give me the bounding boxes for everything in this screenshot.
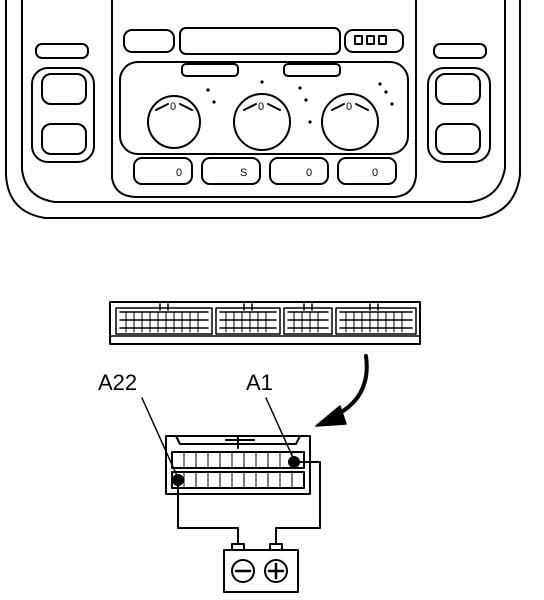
top-left-slot <box>123 29 175 53</box>
knob-left: 0 <box>147 95 201 149</box>
left-vent-inner-2 <box>41 123 87 155</box>
left-vent-slot <box>35 43 89 59</box>
right-vent-inner <box>435 73 481 105</box>
button-2 <box>201 157 261 185</box>
center-stack <box>111 0 417 198</box>
pin-row-bottom <box>171 471 305 489</box>
top-right-slot <box>344 29 404 53</box>
negative-terminal <box>231 559 255 583</box>
button-1 <box>133 157 193 185</box>
button-4 <box>337 157 397 185</box>
control-area <box>119 61 409 155</box>
battery-body <box>223 549 299 593</box>
knob-right-marker: 0 <box>346 101 352 113</box>
indicator-1 <box>354 35 363 45</box>
knob-right: 0 <box>321 93 379 151</box>
climate-control-panel: 0 0 0 0 S 0 0 <box>5 0 521 219</box>
connector-4 <box>335 303 417 335</box>
lever-left <box>181 63 239 77</box>
left-vent <box>31 67 95 163</box>
connector-1 <box>115 303 213 335</box>
knob-left-marker: 0 <box>170 101 176 113</box>
indicator-2 <box>366 35 375 45</box>
connector-2 <box>215 303 281 335</box>
svg-text:0: 0 <box>372 167 378 179</box>
a1-leader <box>265 397 295 461</box>
knob-center-marker: 0 <box>258 101 264 113</box>
test-wires <box>177 461 321 545</box>
connector-housing <box>109 301 421 345</box>
knob-center: 0 <box>233 93 291 151</box>
left-vent-inner <box>41 73 87 105</box>
battery <box>223 543 299 593</box>
curved-arrow <box>315 354 369 427</box>
label-a22: A22 <box>98 370 138 395</box>
svg-text:S: S <box>240 167 247 179</box>
svg-text:0: 0 <box>176 167 182 179</box>
connector-3 <box>283 303 333 335</box>
display-slot <box>179 27 341 55</box>
a22-leader <box>141 397 179 479</box>
dash-inner-outline <box>21 0 506 203</box>
lever-right <box>283 63 341 77</box>
right-vent-inner-2 <box>435 123 481 155</box>
positive-terminal <box>264 559 288 583</box>
connector-bank <box>109 301 421 345</box>
enlarged-connector <box>165 435 311 495</box>
svg-text:0: 0 <box>306 167 312 179</box>
pin-row-top <box>171 451 305 469</box>
label-a1: A1 <box>246 370 273 395</box>
scale-dots <box>206 80 394 124</box>
right-vent <box>427 67 491 163</box>
dash-outline <box>5 0 521 219</box>
button-3 <box>269 157 329 185</box>
right-vent-slot <box>433 43 487 59</box>
indicator-3 <box>378 35 387 45</box>
